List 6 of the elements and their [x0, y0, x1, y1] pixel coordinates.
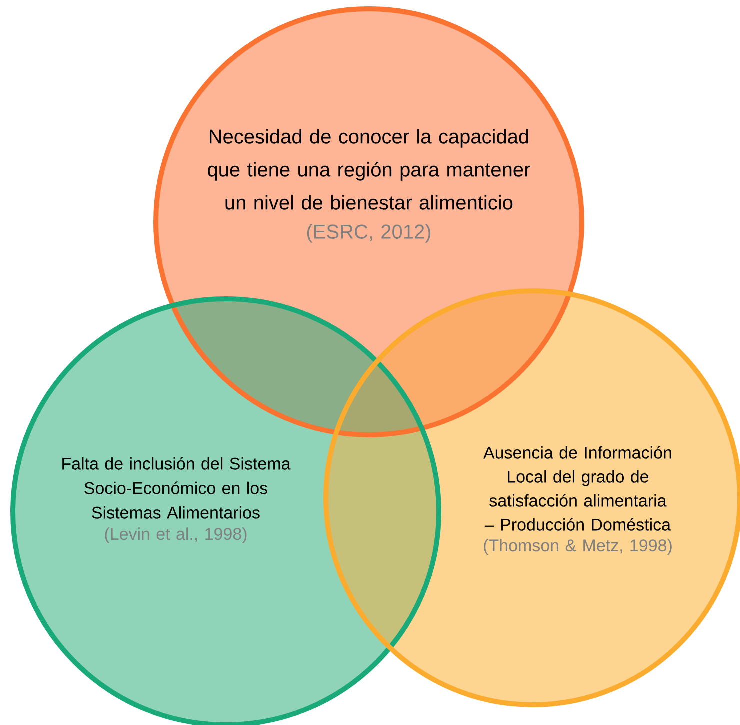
circle-text: Falta de inclusión del Sistema Socio-Económico en los Sistemas Alimentarios — [62, 457, 291, 519]
circle-text: Necesidad de conocer la capacidad que tiene una región para mantener un nivel de bienestar alimenticio — [208, 129, 530, 210]
citation-text: (Thomson & Metz, 1998) — [484, 539, 672, 555]
circle-text: Ausencia de Información Local del grado de satisfacción alimentaria – Producción Doméstica — [484, 446, 672, 531]
citation-text: (ESRC, 2012) — [307, 224, 431, 243]
citation-text: (Levin et al., 1998) — [105, 528, 247, 544]
